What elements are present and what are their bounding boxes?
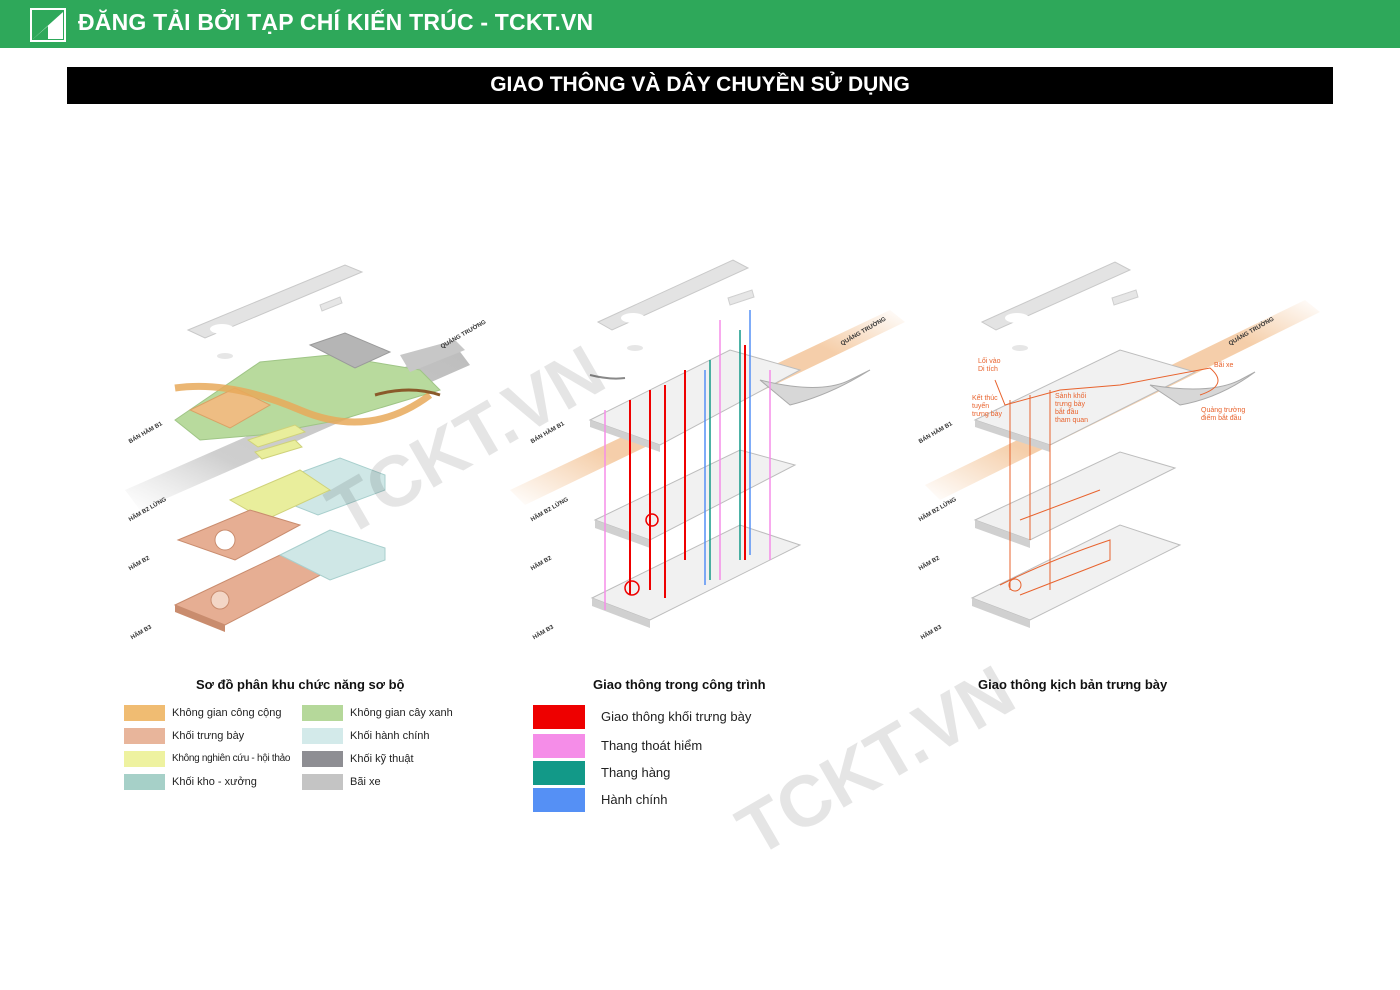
legend-swatch xyxy=(533,788,585,812)
legend-swatch xyxy=(533,761,585,785)
anno-route-end: Kết thúc tuyến trưng bày xyxy=(972,395,1002,418)
b3-storage-zone xyxy=(278,529,386,581)
section-heading: GIAO THÔNG VÀ DÂY CHUYỀN SỬ DỤNG xyxy=(490,73,910,96)
legend-label: Bãi xe xyxy=(350,776,381,788)
top-banner: ĐĂNG TẢI BỞI TẠP CHÍ KIẾN TRÚC - TCKT.VN xyxy=(0,0,1400,48)
anno-plaza-start: Quảng trường điểm bắt đầu xyxy=(1201,407,1246,422)
anno-parking: Bãi xe xyxy=(1214,362,1234,369)
legend-label: Không nghiên cứu - hội thảo xyxy=(172,753,291,764)
legend-label: Thang thoát hiểm xyxy=(601,738,703,753)
legend-label: Khối trưng bày xyxy=(172,730,245,742)
tckt-logo-icon xyxy=(30,8,66,42)
legend-swatch xyxy=(124,728,165,744)
legend-label: Khối hành chính xyxy=(350,730,430,742)
anno-lobby-start: Sảnh khối trưng bày bắt đầu tham quan xyxy=(1055,393,1089,424)
roof-slab xyxy=(186,264,364,339)
legend-swatch xyxy=(302,705,343,721)
legend-label: Khối kho - xưởng xyxy=(172,776,257,788)
legend-swatch xyxy=(124,751,165,767)
section-heading-bar: GIAO THÔNG VÀ DÂY CHUYỀN SỬ DỤNG xyxy=(67,67,1333,104)
exhibition-route xyxy=(994,367,1219,596)
circulation-lines xyxy=(604,310,771,610)
legend-label: Không gian cây xanh xyxy=(350,707,453,719)
legend-label: Khối kỹ thuật xyxy=(350,753,414,765)
caption-zoning: Sơ đồ phân khu chức năng sơ bộ xyxy=(196,677,405,692)
legend-swatch xyxy=(302,751,343,767)
legend-label: Giao thông khối trưng bày xyxy=(601,709,752,724)
zoning-diagram xyxy=(125,264,470,632)
legend-swatch xyxy=(533,705,585,729)
legend-swatch xyxy=(124,774,165,790)
legend-swatch xyxy=(302,728,343,744)
caption-circulation: Giao thông trong công trình xyxy=(593,677,766,692)
banner-title: ĐĂNG TẢI BỞI TẠP CHÍ KIẾN TRÚC - TCKT.VN xyxy=(78,9,594,35)
exhibition-route-diagram xyxy=(925,261,1320,628)
legend-swatch xyxy=(124,705,165,721)
b1-orange-public xyxy=(188,387,272,429)
anno-entrance: Lối vào Di tích xyxy=(978,358,1001,373)
legend-swatch xyxy=(302,774,343,790)
b1-grey-technical xyxy=(308,332,392,369)
legend-swatch xyxy=(533,734,585,758)
b2-exhibit-zone xyxy=(176,509,302,561)
legend-label: Hành chính xyxy=(601,792,668,807)
circulation-diagram xyxy=(510,259,905,628)
legend-label: Thang hàng xyxy=(601,765,671,780)
legend-label: Không gian công cộng xyxy=(172,707,282,719)
b2-mezz-yellow xyxy=(246,424,307,448)
caption-exhibition-route: Giao thông kịch bản trưng bày xyxy=(978,677,1168,692)
